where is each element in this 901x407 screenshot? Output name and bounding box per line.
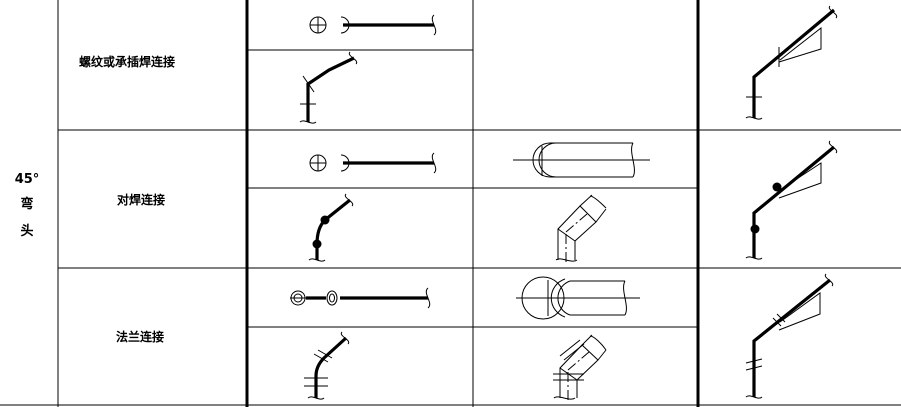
butt-weld-isometric-symbol — [745, 140, 838, 260]
connection-label-flanged: 法兰连接 — [116, 329, 164, 344]
flanged-double-line-elevation-symbol — [553, 334, 607, 400]
butt-weld-single-line-elevation-symbol — [308, 193, 354, 262]
connection-label-threaded: 螺纹或承插焊连接 — [79, 54, 175, 69]
category-label: 45° 弯 头 — [15, 172, 40, 239]
threaded-isometric-symbol — [745, 5, 838, 120]
threaded-single-line-elevation-symbol — [299, 51, 358, 124]
flanged-isometric-symbol — [745, 273, 834, 399]
category-label-angle: 45° — [15, 172, 40, 187]
threaded-single-line-plan-symbol — [309, 14, 437, 36]
category-label-char-1: 弯 — [20, 196, 33, 212]
flanged-double-line-plan-symbol — [516, 276, 640, 320]
connection-label-butt-weld: 对焊连接 — [117, 192, 165, 207]
butt-weld-single-line-plan-symbol — [309, 152, 437, 174]
butt-weld-double-line-plan-symbol — [513, 142, 650, 178]
category-label-char-2: 头 — [20, 223, 33, 239]
flanged-single-line-plan-symbol — [290, 287, 431, 309]
butt-weld-double-line-elevation-symbol — [555, 194, 607, 262]
flanged-single-line-elevation-symbol — [304, 331, 350, 400]
